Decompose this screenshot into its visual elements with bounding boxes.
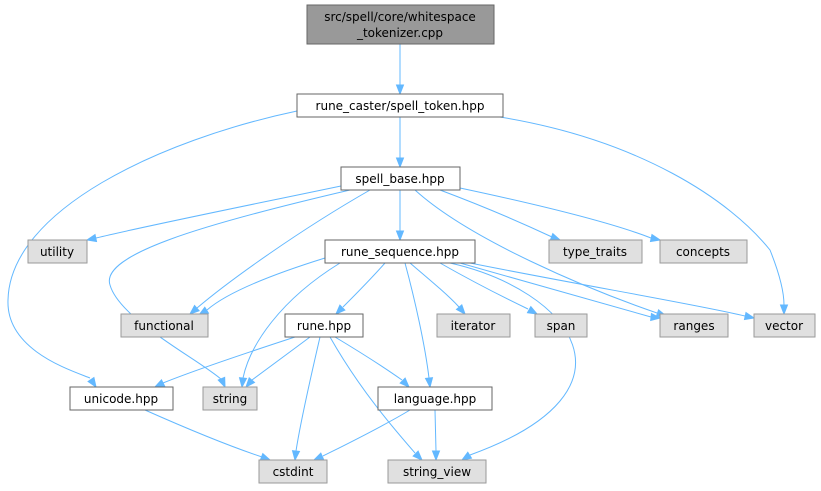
node-string[interactable]: string [202,386,258,411]
node-spell-base-hpp[interactable]: spell_base.hpp [340,166,461,191]
edge-rune-seq-to-string-view [449,262,576,456]
edge-rune-to-language [334,336,403,381]
node-label: rune_caster/spell_token.hpp [316,99,485,113]
edge-rune-to-unicode [162,336,296,384]
edge-spell-token-to-vector [499,116,785,306]
edge-rune-to-string [251,336,311,381]
edge-arrowhead-spell-token-to-spell-base [395,157,405,169]
node-ranges[interactable]: ranges [659,313,729,338]
node-span[interactable]: span [534,313,588,338]
edge-arrowhead-rune-seq-to-vector [743,311,756,321]
node-label: cstdint [273,465,314,479]
edge-unicode-to-cstdint [144,409,263,458]
node-string-view[interactable]: string_view [387,459,487,484]
node-unicode-hpp[interactable]: unicode.hpp [69,386,174,411]
edge-arrowhead-spell-base-to-concepts [649,233,662,243]
edge-arrowhead-language-to-cstdint [312,452,325,461]
edge-language-to-cstdint [322,409,411,457]
graph-edges [7,44,789,462]
edge-arrowhead-rune-to-string-view [412,450,423,461]
node-cstdint[interactable]: cstdint [258,459,328,484]
edge-arrowhead-rune-to-string [245,377,256,389]
node-label: concepts [676,245,730,259]
edge-spell-base-to-ranges [414,189,658,314]
edge-arrowhead-rune-seq-to-string-view [460,451,473,461]
edge-arrowhead-rune-to-unicode [153,378,166,388]
edge-rune-to-cstdint [295,336,321,452]
node-label: rune_sequence.hpp [341,245,459,259]
node-label: _tokenizer.cpp [356,26,443,40]
edge-rune-seq-to-rune [342,262,386,308]
graph-nodes: src/spell/core/whitespace _tokenizer.cpp… [27,4,816,484]
edge-spell-base-to-string [108,189,351,381]
edge-language-to-string-view [434,409,437,452]
edge-spell-base-to-functional [196,189,371,309]
edge-spell-base-to-utility [95,185,342,239]
edge-arrowhead-rune-seq-to-iterator [455,304,466,316]
node-label: unicode.hpp [84,392,158,406]
edge-rune-to-string-view [329,336,416,454]
node-label: span [547,319,576,333]
node-rune-sequence-hpp[interactable]: rune_sequence.hpp [324,239,476,264]
edge-arrowhead-rune-seq-to-ranges [650,312,662,322]
edge-rune-seq-to-span [439,262,529,310]
node-label: string_view [403,465,471,479]
node-label: language.hpp [394,392,477,406]
edge-arrowhead-spell-base-to-utility [85,233,98,243]
node-label: rune.hpp [297,319,351,333]
node-language-hpp[interactable]: language.hpp [377,386,493,411]
edge-arrowhead-spell-base-to-string [217,376,226,389]
node-rune-hpp[interactable]: rune.hpp [284,313,364,338]
edge-arrowhead-rune-seq-to-rune [335,304,346,315]
node-utility[interactable]: utility [27,239,88,264]
edge-spell-base-to-concepts [459,187,652,239]
edge-arrowhead-root-to-spell-token [395,84,405,96]
edge-arrowhead-rune-seq-to-string [238,377,248,389]
node-label: type_traits [563,245,627,259]
node-type-traits[interactable]: type_traits [548,239,643,264]
node-vector[interactable]: vector [753,313,816,338]
node-label: string [213,392,247,406]
node-label: spell_base.hpp [355,172,444,186]
node-whitespace-tokenizer-cpp[interactable]: src/spell/core/whitespace _tokenizer.cpp [306,4,495,45]
edge-arrowhead-spell-base-to-rune-sequence [395,230,405,242]
node-label: iterator [451,319,496,333]
edge-rune-seq-to-vector [469,262,746,317]
node-label: src/spell/core/whitespace [324,10,476,24]
node-label: ranges [673,319,714,333]
edge-arrowhead-rune-seq-to-span [526,305,539,315]
edge-arrowhead-rune-to-cstdint [291,450,301,462]
node-spell-token-hpp[interactable]: rune_caster/spell_token.hpp [296,93,504,118]
node-functional[interactable]: functional [120,313,209,338]
edge-arrowhead-spell-token-to-vector [779,304,789,316]
edge-arrowhead-spell-base-to-type-traits [549,232,562,241]
edge-rune-seq-to-functional [206,257,326,311]
edge-arrowhead-spell-base-to-functional [188,304,200,315]
edge-arrowhead-rune-seq-to-language [424,377,434,389]
node-label: functional [134,319,194,333]
node-label: vector [765,319,803,333]
edge-spell-token-to-unicode [7,110,298,379]
node-concepts[interactable]: concepts [659,239,748,264]
edge-arrowhead-language-to-string-view [431,450,441,462]
edge-arrowhead-unicode-to-cstdint [259,452,272,461]
node-iterator[interactable]: iterator [436,313,511,338]
edge-rune-seq-to-language [404,262,430,379]
edge-rune-seq-to-string [242,262,341,379]
node-label: utility [40,245,74,259]
edge-arrowhead-spell-token-to-unicode [87,376,97,389]
edge-spell-base-to-type-traits [439,189,553,238]
edge-rune-seq-to-ranges [459,262,652,318]
edge-arrowhead-rune-to-language [399,377,410,388]
edge-rune-seq-to-iterator [409,262,460,308]
